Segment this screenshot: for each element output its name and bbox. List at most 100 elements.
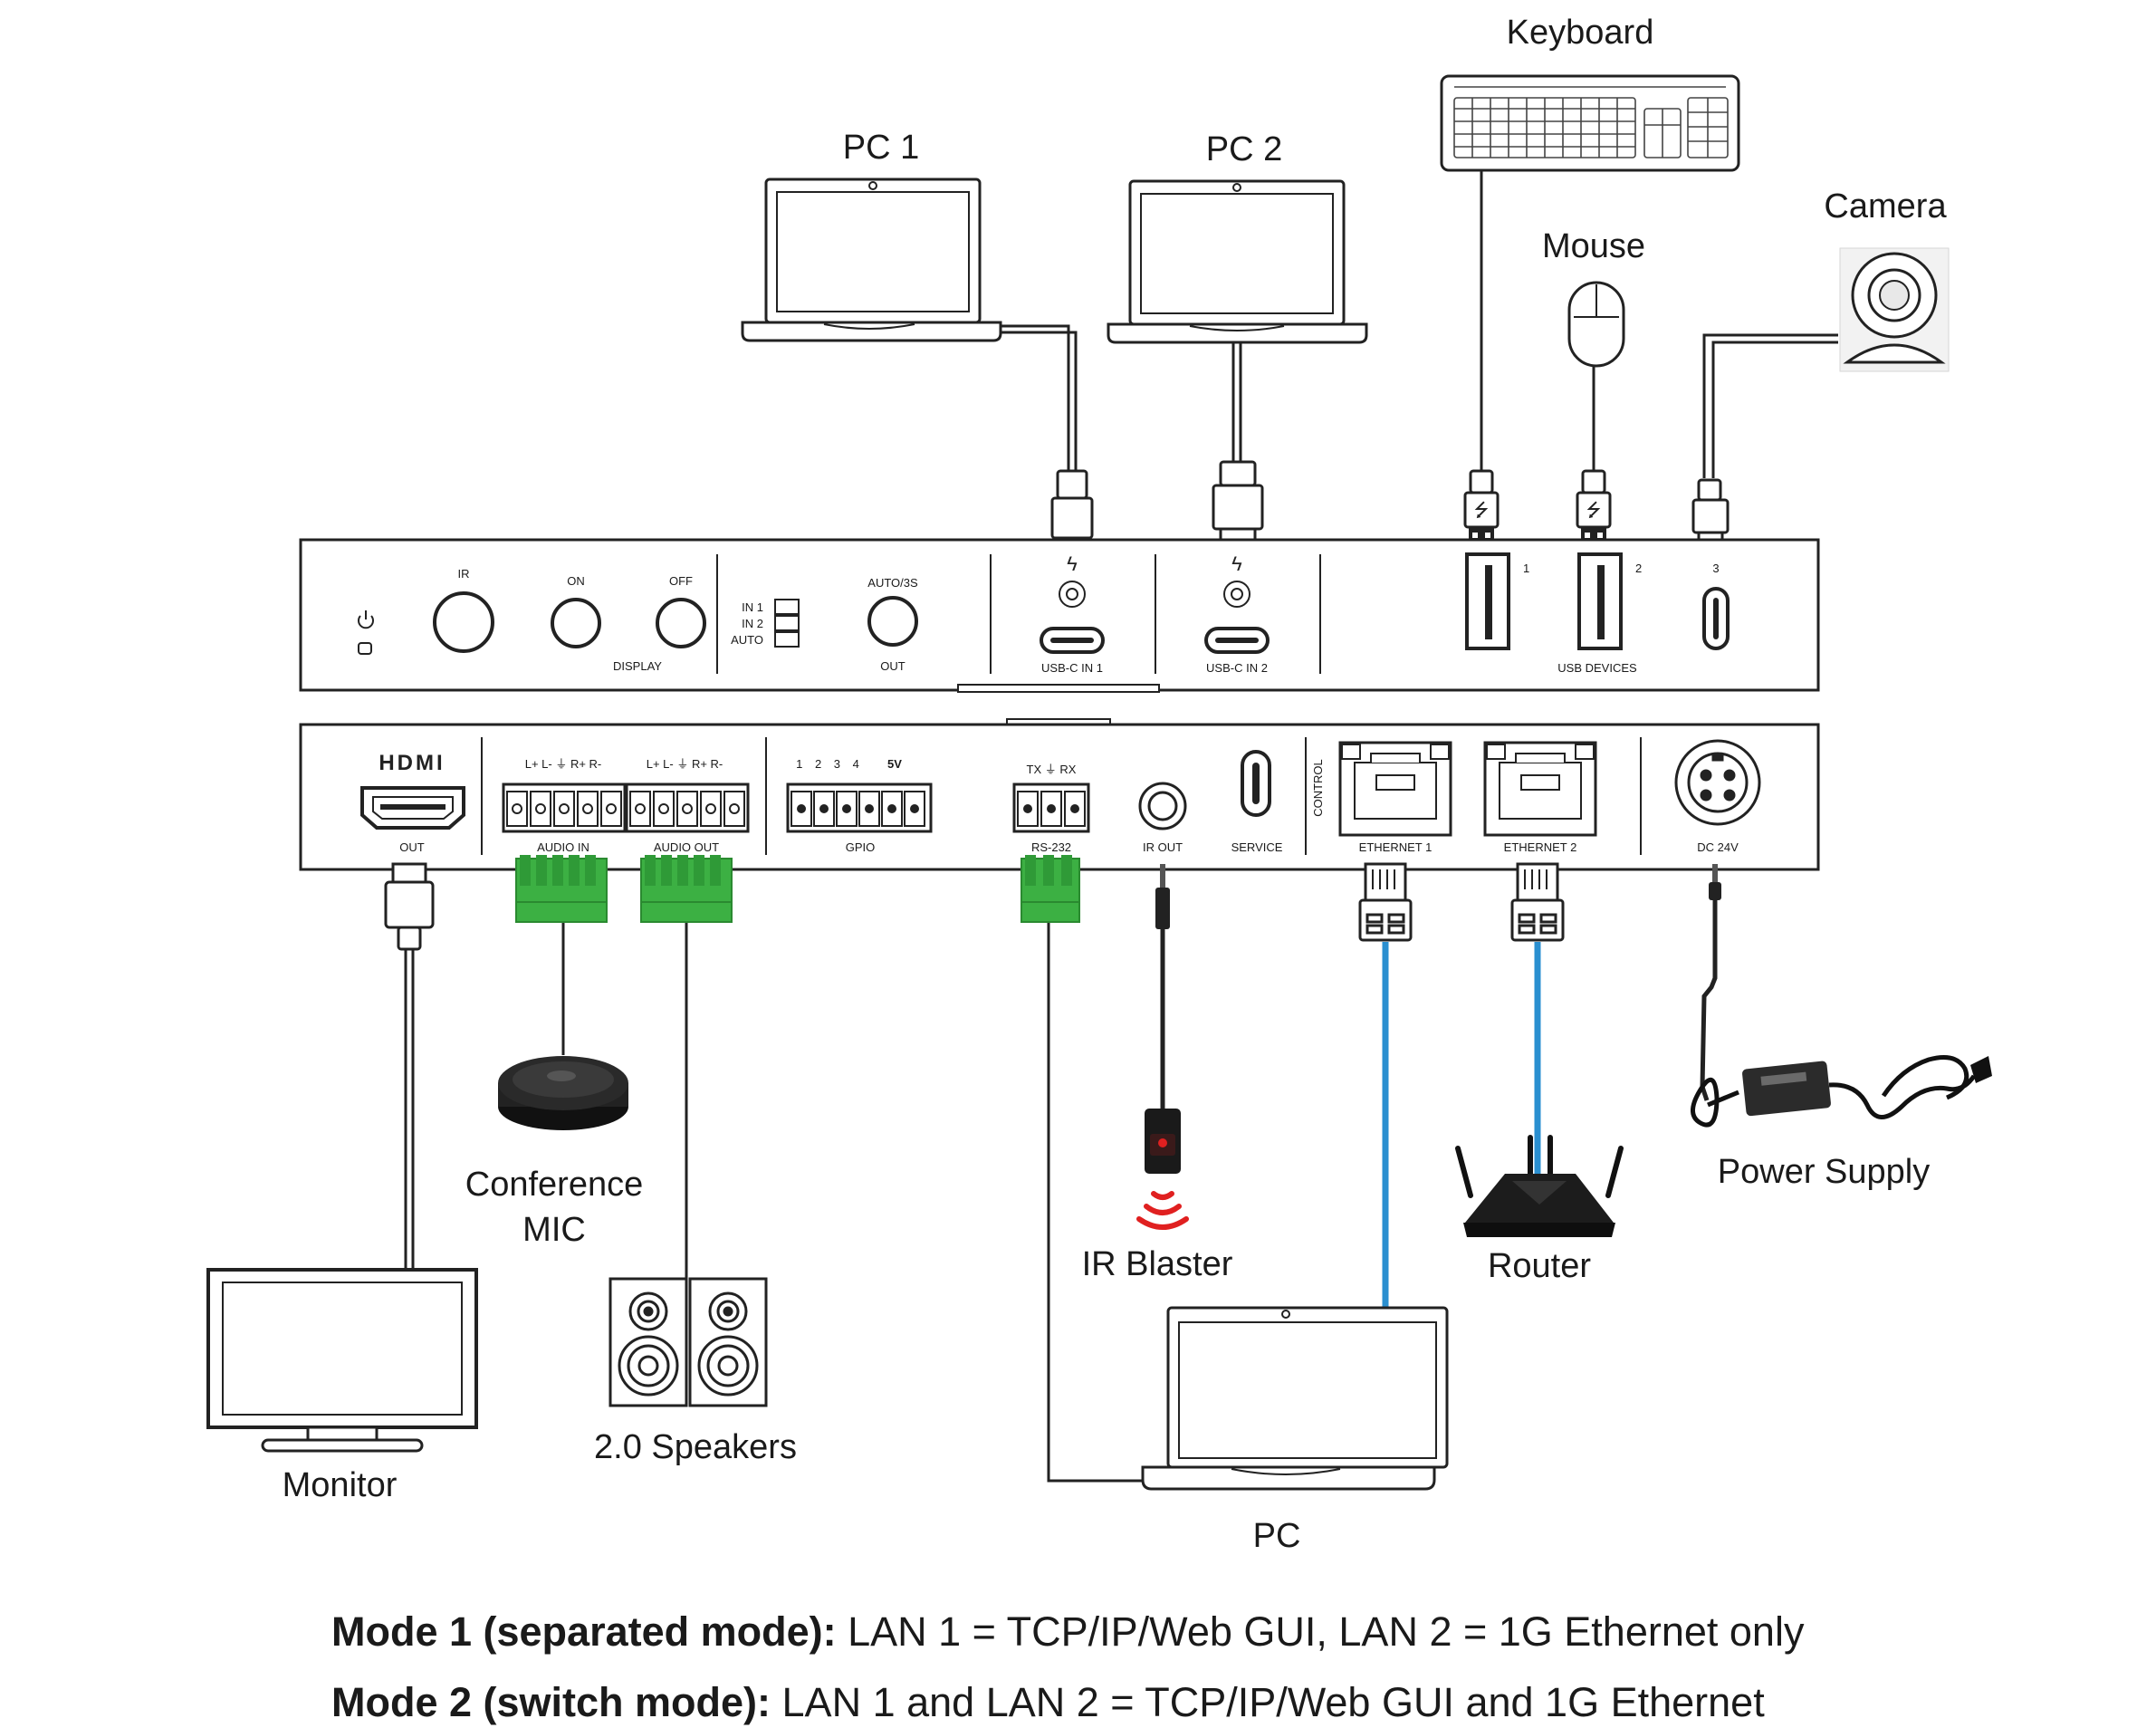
usb-port1-label: 1 (1523, 562, 1529, 575)
usb-device-port-1 (1465, 552, 1510, 650)
ir-sensor (433, 591, 494, 653)
ethernet1-port (1338, 741, 1452, 837)
hdmi-out-label: OUT (399, 840, 425, 854)
display-on-label: ON (567, 574, 585, 588)
in1-label: IN 1 (742, 600, 763, 614)
usb-device-port-3 (1702, 587, 1730, 650)
cable-camera (1702, 333, 1838, 478)
dc-plug (1709, 864, 1721, 900)
audio-out-label: AUDIO OUT (654, 840, 719, 854)
usbc-plug-camera (1691, 478, 1730, 545)
display-off-button[interactable] (656, 598, 706, 648)
svg-text:ϟ: ϟ (1231, 552, 1242, 575)
rs232-terminal (1012, 782, 1090, 833)
control-label: CONTROL (1311, 759, 1325, 817)
ir-out-jack (1138, 782, 1187, 830)
conference-mic-label-2: MIC (522, 1211, 586, 1249)
audio-in-pins: L+ L- ⏚ R+ R- (525, 757, 602, 771)
power-supply-label: Power Supply (1718, 1153, 1930, 1191)
conference-mic-label-1: Conference (465, 1166, 643, 1204)
power-icon (358, 610, 374, 655)
keyboard-label: Keyboard (1507, 14, 1654, 52)
display-on-button[interactable] (551, 598, 601, 648)
speakers-icon (608, 1277, 768, 1407)
audio-out-pins: L+ L- ⏚ R+ R- (647, 757, 723, 771)
auto-3s-button[interactable] (867, 596, 918, 647)
pc2-laptop (1107, 179, 1368, 344)
gpio-terminal (786, 782, 933, 833)
display-off-label: OFF (669, 574, 693, 588)
service-port (1241, 750, 1271, 817)
usb-port3-label: 3 (1712, 562, 1719, 575)
rs232-pins: TX ⏚ RX (1027, 763, 1077, 776)
mode1-text: LAN 1 = TCP/IP/Web GUI, LAN 2 = 1G Ether… (836, 1608, 1805, 1655)
camera-icon (1839, 247, 1950, 372)
speakers-label: 2.0 Speakers (594, 1428, 797, 1466)
mode2-note: Mode 2 (switch mode): LAN 1 and LAN 2 = … (331, 1679, 1765, 1726)
ethernet1-label: ETHERNET 1 (1359, 840, 1433, 854)
ethernet-cables (1382, 942, 1541, 1309)
usb-devices-label: USB DEVICES (1557, 661, 1637, 675)
svg-text:ϟ: ϟ (1067, 552, 1078, 575)
usb-port2-label: 2 (1635, 562, 1642, 575)
dc24v-label: DC 24V (1697, 840, 1739, 854)
hdmi-logo: HDMI (378, 751, 445, 775)
svg-text:⭍: ⭍ (1474, 501, 1490, 521)
mouse-icon (1567, 281, 1625, 368)
auto3s-label: AUTO/3S (867, 576, 918, 590)
out-label: OUT (880, 659, 906, 673)
ir-plug (1155, 864, 1170, 929)
mode2-title: Mode 2 (switch mode): (331, 1679, 771, 1725)
ir-blaster-label: IR Blaster (1082, 1245, 1233, 1283)
hdmi-plug (384, 862, 435, 951)
audio-in-terminal (502, 782, 627, 833)
usb-device-port-2 (1577, 552, 1623, 650)
mode1-title: Mode 1 (separated mode): (331, 1608, 837, 1655)
audio-out-terminal (625, 782, 750, 833)
rs232-plug (1021, 855, 1080, 923)
usbc-in1-port: ϟ (1040, 552, 1105, 654)
monitor-icon (206, 1268, 478, 1453)
pc1-laptop (741, 178, 1002, 342)
router-label: Router (1488, 1247, 1591, 1285)
camera-label: Camera (1824, 187, 1947, 226)
mouse-label: Mouse (1542, 227, 1645, 265)
cable-dc (1700, 897, 1718, 1101)
gpio-5v: 5V (887, 757, 902, 771)
ethernet2-plug (1510, 862, 1565, 942)
monitor-label: Monitor (283, 1466, 398, 1504)
cable-rs232 (1047, 922, 1143, 1483)
cables (404, 170, 1838, 1483)
rs232-label: RS-232 (1031, 840, 1071, 854)
ethernet1-plug (1358, 862, 1413, 942)
cable-pc1 (992, 324, 1070, 471)
ir-blaster-icon (1136, 1109, 1189, 1230)
hdmi-out-port (360, 786, 465, 830)
router-icon (1455, 1135, 1624, 1237)
mode1-note: Mode 1 (separated mode): LAN 1 = TCP/IP/… (331, 1608, 1804, 1656)
gpio-pins: 1 2 3 4 (796, 757, 859, 771)
pc-laptop (1141, 1306, 1449, 1491)
auto-label: AUTO (731, 633, 763, 647)
usb-plug-keyboard: ⭍ (1463, 469, 1500, 543)
keyboard-icon (1440, 74, 1740, 172)
conference-mic-icon (498, 1056, 628, 1130)
ethernet2-port (1483, 741, 1597, 837)
gpio-label: GPIO (846, 840, 876, 854)
usbc-in2-port: ϟ (1204, 552, 1270, 654)
pc-label: PC (1253, 1517, 1301, 1555)
audio-out-plug (640, 855, 733, 923)
pc1-label: PC 1 (843, 129, 919, 167)
usbc-in2-label: USB-C IN 2 (1206, 661, 1268, 675)
svg-text:⭍: ⭍ (1586, 501, 1602, 521)
in2-label: IN 2 (742, 617, 763, 630)
ir-label: IR (458, 567, 470, 581)
mode2-text: LAN 1 and LAN 2 = TCP/IP/Web GUI and 1G … (771, 1679, 1765, 1725)
display-label: DISPLAY (613, 659, 662, 673)
power-supply-icon (1691, 1055, 1992, 1128)
pc2-label: PC 2 (1206, 130, 1282, 168)
usbc-in1-label: USB-C IN 1 (1041, 661, 1103, 675)
audio-in-label: AUDIO IN (537, 840, 589, 854)
usbc-plug-2 (1212, 460, 1264, 551)
ethernet2-label: ETHERNET 2 (1504, 840, 1577, 854)
